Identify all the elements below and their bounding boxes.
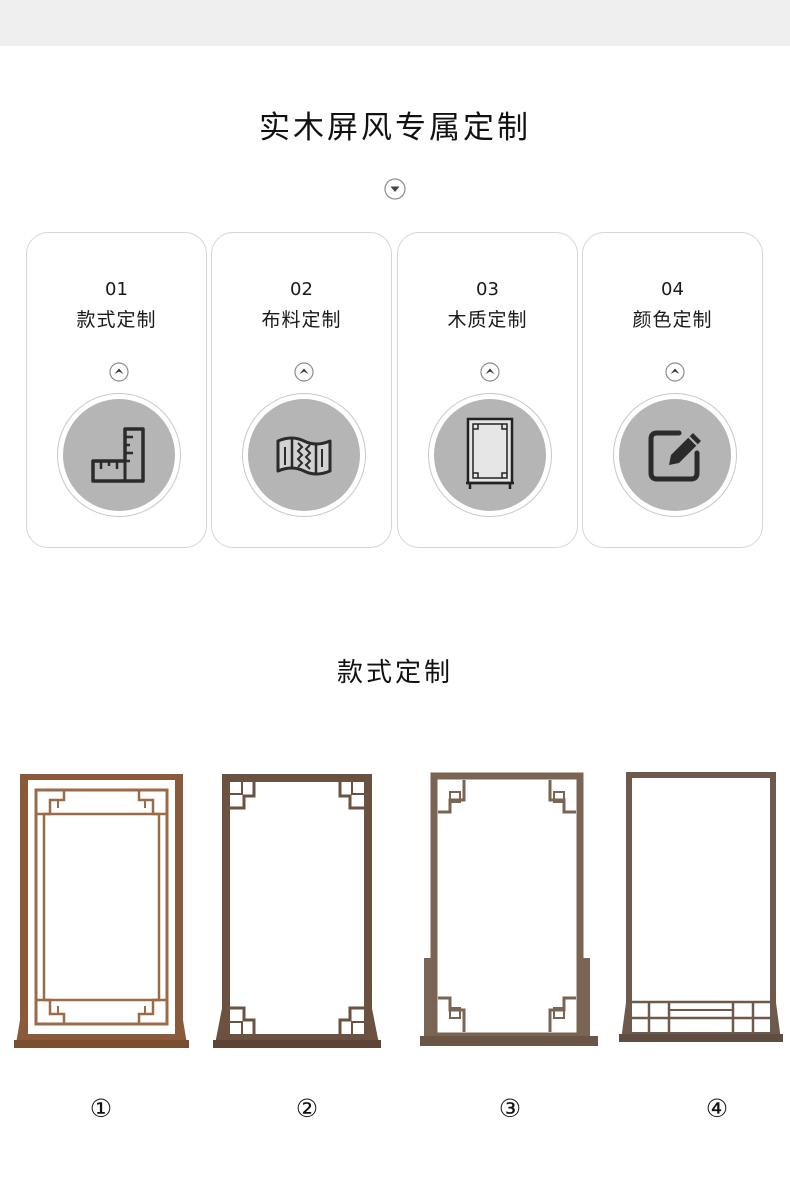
ruler-icon [91,427,145,483]
card-fabric-custom[interactable]: 02 布料定制 [211,232,392,548]
section-title: 款式定制 [336,658,453,688]
wood-frame-icon [466,417,514,489]
page-title: 实木屏风专属定制 [259,110,531,146]
card-label: 木质定制 [447,309,528,331]
card-number: 03 [476,279,499,300]
fabric-icon [276,436,332,476]
screen-style-1[interactable] [14,774,189,1050]
icon-circle [242,393,366,517]
style-number-4: ④ [705,1094,729,1123]
chevron-up-icon [109,362,129,382]
screen-style-4[interactable] [619,772,783,1046]
card-wood-custom[interactable]: 03 木质定制 [397,232,578,548]
chevron-up-icon [665,362,685,382]
icon-circle [613,393,737,517]
style-number-2: ② [295,1094,319,1123]
chevron-down-icon [384,178,406,200]
icon-circle [57,393,181,517]
card-number: 02 [290,279,313,300]
chevron-up-icon [294,362,314,382]
card-label: 款式定制 [76,309,157,331]
style-number-3: ③ [498,1094,522,1123]
style-number-1: ① [89,1094,113,1123]
card-label: 布料定制 [261,309,342,331]
top-bar [0,0,790,46]
card-color-custom[interactable]: 04 颜色定制 [582,232,763,548]
screen-style-2[interactable] [213,774,381,1050]
edit-icon [648,430,701,482]
chevron-up-icon [480,362,500,382]
card-style-custom[interactable]: 01 款式定制 [26,232,207,548]
icon-circle [428,393,552,517]
screen-style-3[interactable] [420,772,598,1050]
card-label: 颜色定制 [632,309,713,331]
card-number: 04 [661,279,684,300]
card-number: 01 [105,279,128,300]
